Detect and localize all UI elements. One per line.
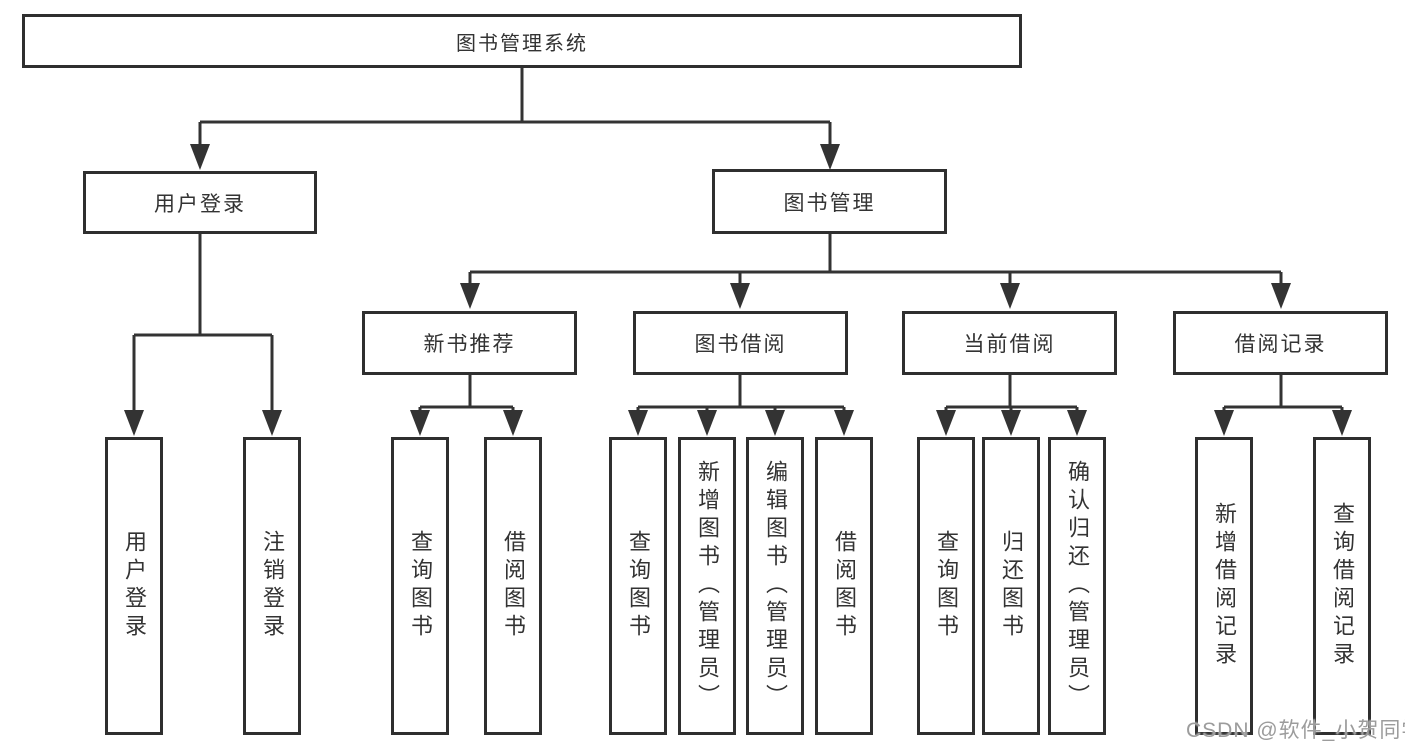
leaf-query-books-recommend: 查询图书	[391, 437, 449, 735]
node-label: 编辑图书（管理员）	[763, 460, 788, 712]
leaf-edit-book-admin: 编辑图书（管理员）	[746, 437, 804, 735]
node-label: 查询借阅记录	[1330, 502, 1355, 670]
node-library-management-system: 图书管理系统	[22, 14, 1022, 68]
leaf-borrow-books-borrowing: 借阅图书	[815, 437, 873, 735]
leaf-add-borrow-record: 新增借阅记录	[1195, 437, 1253, 735]
node-label: 借阅记录	[1234, 333, 1327, 356]
node-label: 新书推荐	[423, 333, 516, 356]
node-label: 新增图书（管理员）	[695, 460, 720, 712]
node-label: 注销登录	[260, 530, 285, 642]
node-book-management-module: 图书管理	[712, 169, 947, 234]
leaf-add-book-admin: 新增图书（管理员）	[678, 437, 736, 735]
node-label: 借阅图书	[832, 530, 857, 642]
leaf-confirm-return-admin: 确认归还（管理员）	[1048, 437, 1106, 735]
node-label: 借阅图书	[501, 530, 526, 642]
node-label: 图书管理	[783, 191, 876, 215]
node-label: 图书管理系统	[456, 32, 588, 55]
csdn-watermark: CSDN @软件_小贺同学	[1186, 719, 1405, 742]
node-label: 查询图书	[934, 530, 959, 642]
leaf-borrow-books-recommend: 借阅图书	[484, 437, 542, 735]
node-user-login-module: 用户登录	[83, 171, 317, 234]
node-label: 当前借阅	[963, 333, 1056, 356]
leaf-query-borrow-record: 查询借阅记录	[1313, 437, 1371, 735]
node-label: 用户登录	[154, 192, 246, 216]
node-label: 新增借阅记录	[1212, 502, 1237, 670]
node-label: 查询图书	[626, 530, 651, 642]
node-new-book-recommendation: 新书推荐	[362, 311, 577, 375]
node-current-borrowing: 当前借阅	[902, 311, 1117, 375]
node-label: 确认归还（管理员）	[1065, 460, 1090, 712]
node-label: 图书借阅	[694, 333, 787, 356]
node-book-borrowing: 图书借阅	[633, 311, 848, 375]
leaf-return-books: 归还图书	[982, 437, 1040, 735]
node-label: 查询图书	[408, 530, 433, 642]
leaf-logout: 注销登录	[243, 437, 301, 735]
leaf-query-books-borrowing: 查询图书	[609, 437, 667, 735]
node-label: 用户登录	[122, 530, 147, 642]
leaf-user-login: 用户登录	[105, 437, 163, 735]
node-label: 归还图书	[999, 530, 1024, 642]
node-borrowing-records: 借阅记录	[1173, 311, 1388, 375]
leaf-query-books-current: 查询图书	[917, 437, 975, 735]
